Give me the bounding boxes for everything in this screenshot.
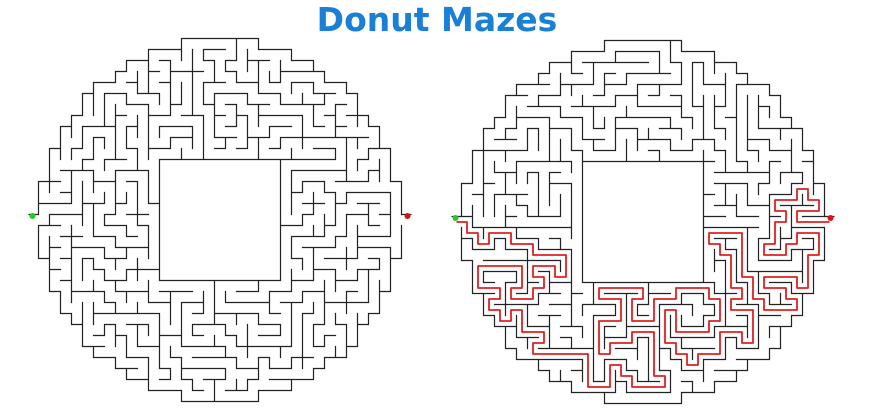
maze-2 (451, 39, 835, 405)
end-marker (827, 215, 834, 221)
maze-walls (37, 37, 403, 403)
start-marker (452, 215, 459, 221)
solution-path (456, 188, 830, 388)
maze-1 (28, 37, 412, 403)
end-marker (404, 213, 411, 219)
page-title: Donut Mazes (316, 0, 558, 39)
maze-walls (460, 39, 826, 405)
start-marker (29, 213, 36, 219)
